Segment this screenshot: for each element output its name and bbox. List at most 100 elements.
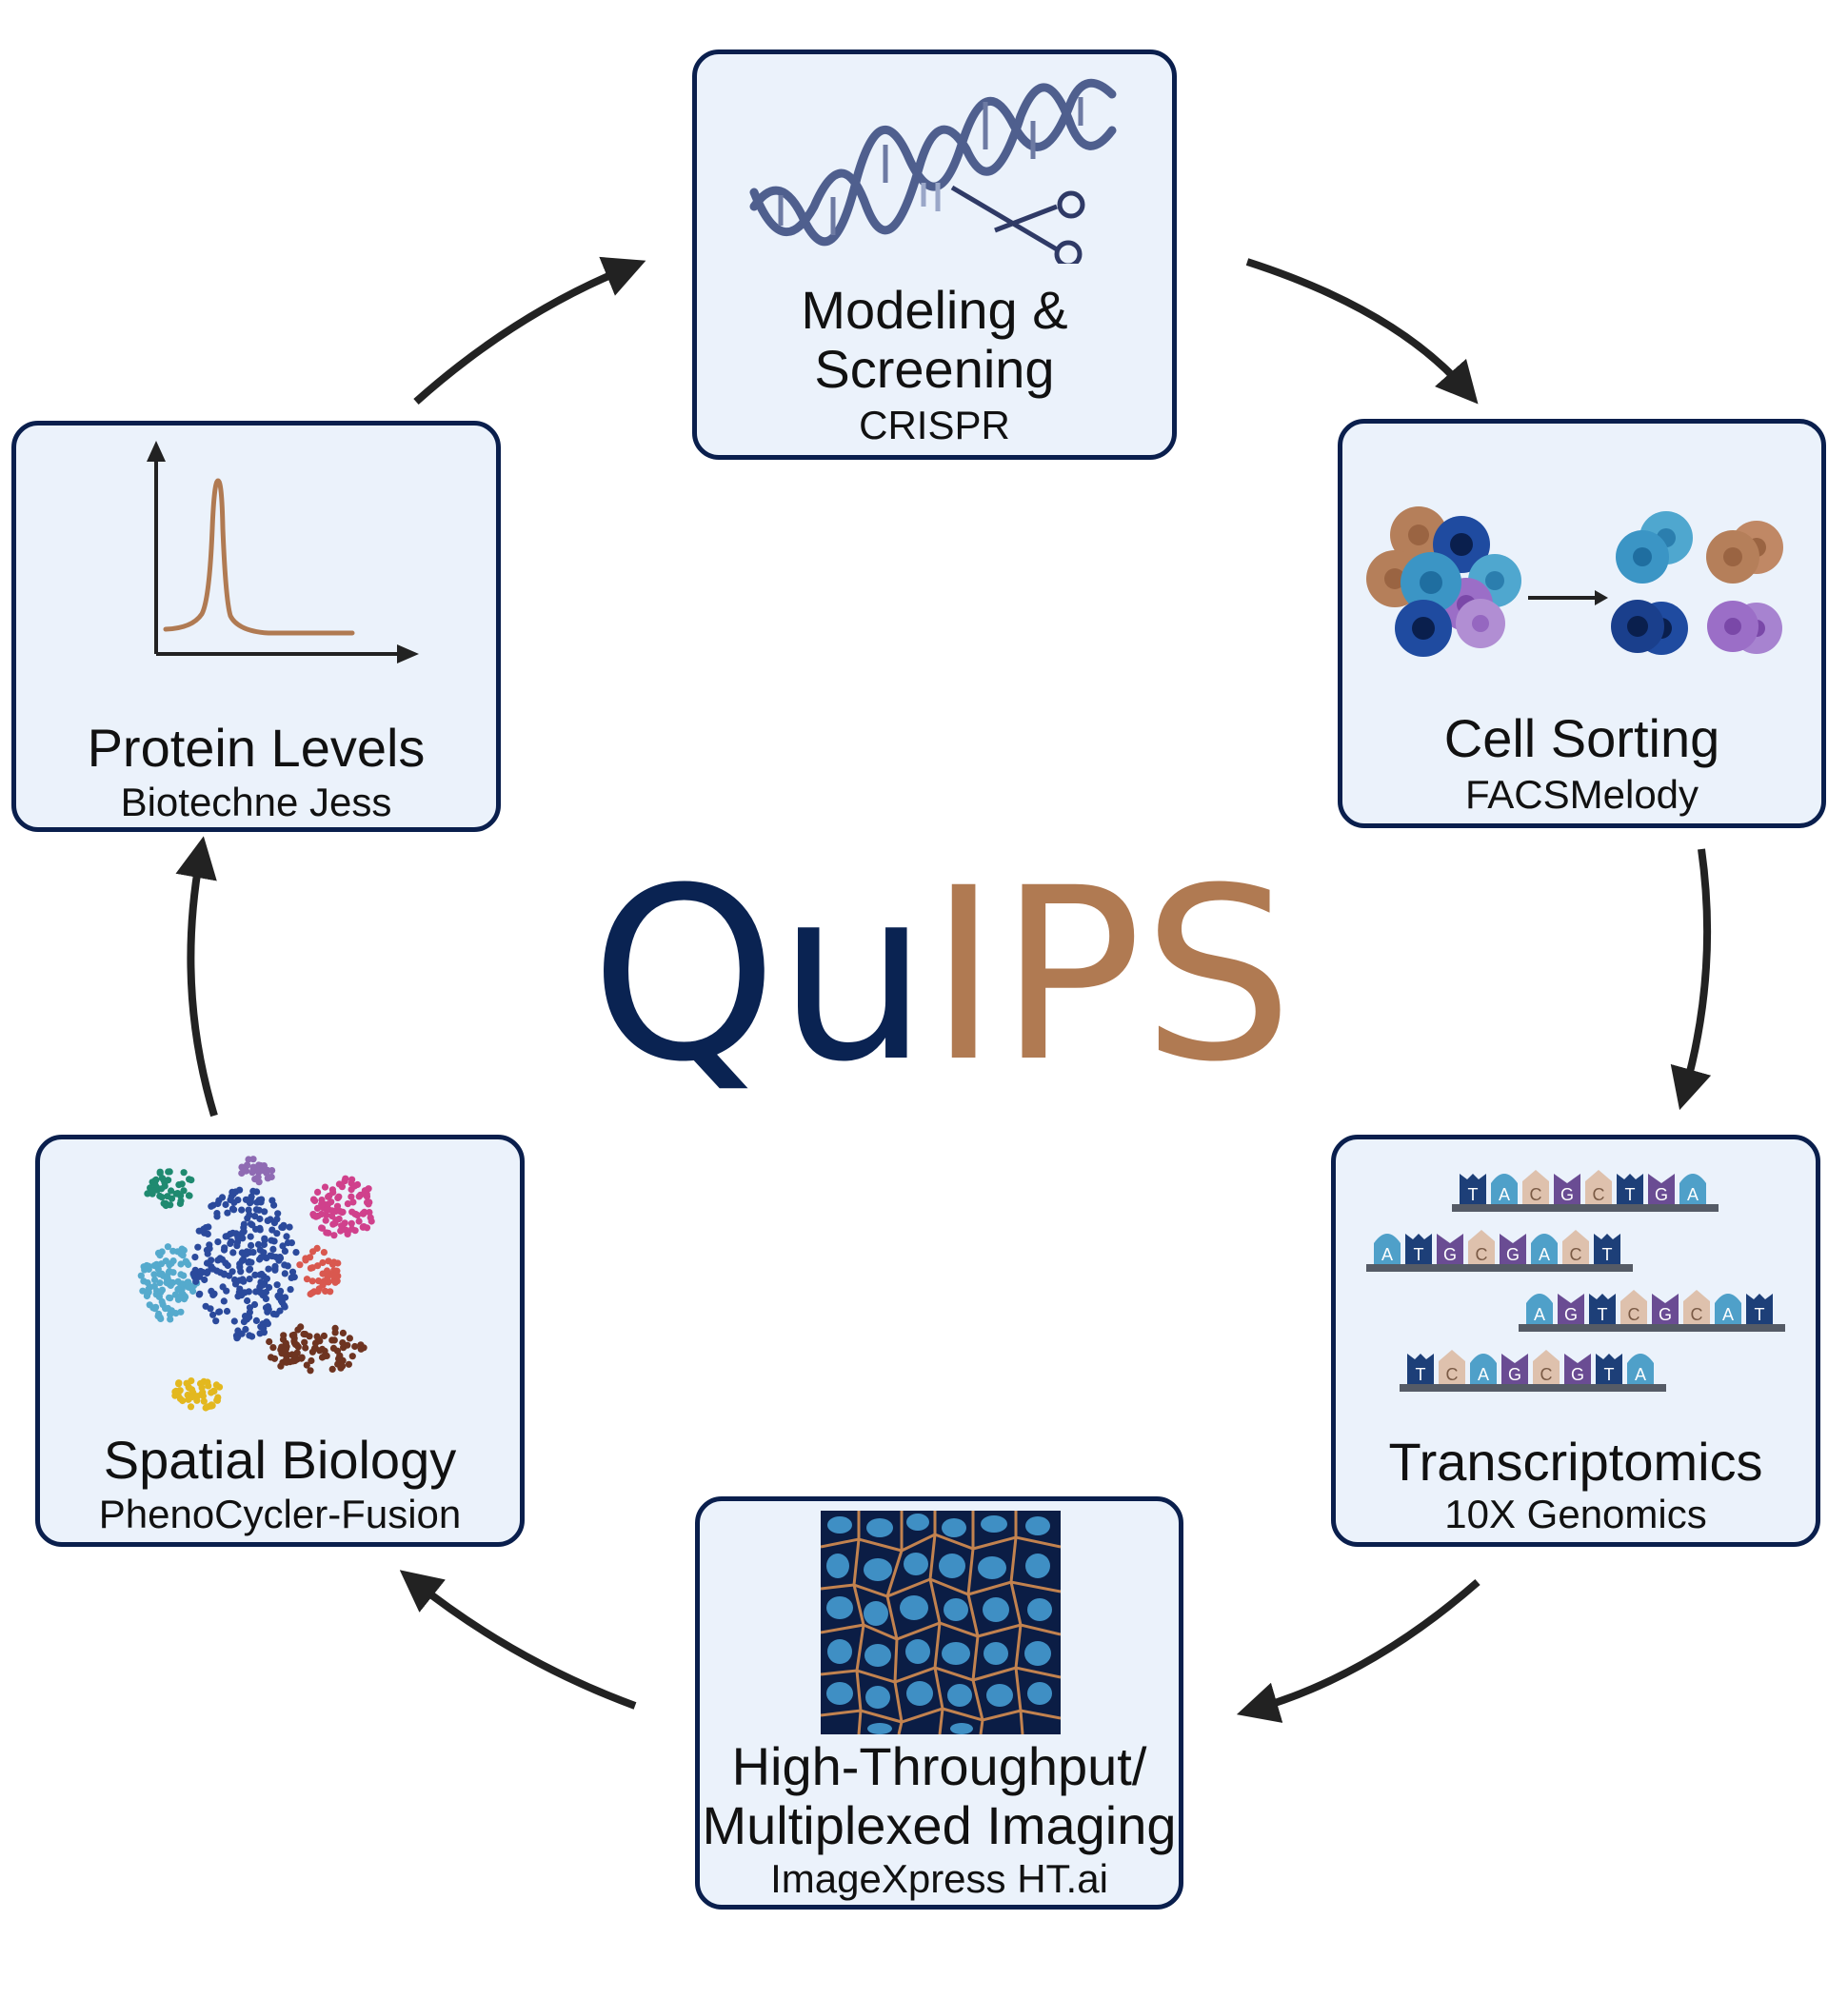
cell-dot (328, 1198, 335, 1206)
peak-chart-icon (147, 441, 419, 663)
nucleotide-block: C (1562, 1230, 1589, 1264)
cell-dot (209, 1291, 217, 1298)
cell-dot (349, 1198, 357, 1206)
cell-dot (344, 1341, 351, 1349)
cell-dot (209, 1311, 217, 1318)
cell-cluster (137, 1243, 201, 1323)
cell-dot (246, 1197, 253, 1205)
cell-dot (246, 1265, 254, 1273)
cell-dot (143, 1292, 150, 1300)
cell-dot (330, 1232, 338, 1239)
imaging-title-line-1: High-Throughput/ (731, 1736, 1147, 1796)
nucleotide-block: A (1526, 1294, 1553, 1324)
cell-dot (229, 1205, 237, 1213)
nucleotide-block: G (1554, 1174, 1580, 1204)
cell-dot (209, 1265, 217, 1273)
cell-dot (268, 1167, 276, 1175)
cell-dot (298, 1355, 306, 1362)
cell-dot (312, 1213, 320, 1220)
cell-dot (204, 1230, 211, 1237)
cell-dot (339, 1329, 347, 1336)
nucleotide-block: C (1683, 1290, 1710, 1324)
cell-dot (166, 1277, 173, 1286)
cell-dot (168, 1187, 175, 1195)
cell-dot (162, 1305, 169, 1313)
nucleotide-block: A (1715, 1294, 1741, 1324)
cell-dot (212, 1317, 220, 1325)
cell-dot (255, 1161, 263, 1169)
cell-dot (309, 1196, 318, 1203)
cell-dot (246, 1211, 253, 1218)
nucleotide-block: T (1594, 1234, 1620, 1264)
cell-dot (169, 1269, 177, 1277)
cell-dot (246, 1276, 253, 1283)
cell-dot (291, 1356, 299, 1365)
cell-dot (246, 1332, 253, 1339)
spatial-title: Spatial Biology (103, 1430, 457, 1490)
cell-dot (264, 1175, 271, 1182)
cell-dot (359, 1223, 367, 1231)
nucleotide-block: C (1468, 1230, 1495, 1264)
cell-dot (171, 1291, 179, 1298)
nucleotide-letter: G (1443, 1245, 1457, 1264)
cell-dot (321, 1183, 329, 1191)
cell-dot (281, 1270, 288, 1277)
cell-dot (191, 1254, 199, 1261)
cell-dot (360, 1344, 368, 1352)
nucleotide-letter: T (1416, 1365, 1426, 1384)
card-spatial: Spatial Biology PhenoCycler-Fusion (35, 1135, 525, 1547)
arrow-imaging-to-spatial (399, 1570, 637, 1710)
nucleotide-letter: T (1755, 1305, 1765, 1324)
cell-dot (157, 1270, 165, 1277)
nucleotide-letter: C (1593, 1185, 1605, 1204)
cell-dot (294, 1343, 302, 1351)
cell-dot (256, 1283, 264, 1291)
cell-dot (318, 1224, 327, 1232)
cell-dot (182, 1257, 189, 1265)
cell-dot (348, 1353, 356, 1360)
cell-cluster (238, 1156, 276, 1186)
cell-dot (279, 1336, 288, 1343)
cell-dot (302, 1257, 309, 1264)
cell-dot (333, 1267, 341, 1275)
cell-dot (227, 1196, 234, 1204)
nucleotide-letter: C (1691, 1305, 1703, 1324)
cell-dot (266, 1283, 273, 1292)
cell-dot (313, 1333, 321, 1340)
cell-dot (351, 1342, 359, 1351)
card-modeling: Modeling & Screening CRISPR (692, 49, 1177, 460)
cell-dot (273, 1216, 281, 1223)
cell-dot (213, 1210, 221, 1217)
cell-dot (177, 1308, 185, 1316)
cell-dot (292, 1249, 300, 1257)
cell-dot (355, 1193, 363, 1200)
nucleotide-block: T (1596, 1354, 1622, 1384)
nucleotide-letter: A (1381, 1245, 1393, 1264)
modeling-title-line-1: Modeling & (801, 280, 1068, 340)
cell-dot (269, 1310, 278, 1317)
cell-dot (282, 1346, 289, 1354)
card-imaging: High-Throughput/ Multiplexed Imaging Ima… (695, 1496, 1183, 1910)
cell-dot (319, 1281, 327, 1289)
cell-dot (314, 1262, 322, 1270)
cell-dot (310, 1288, 318, 1296)
nucleotide-letter: T (1625, 1185, 1636, 1204)
nucleotide-letter: C (1570, 1245, 1582, 1264)
cell-dot (238, 1206, 246, 1214)
cell-dot (248, 1258, 255, 1266)
cell-dot (309, 1248, 317, 1256)
cell-dot (311, 1344, 320, 1353)
cell-dot (250, 1300, 259, 1309)
nucleotide-block: A (1679, 1174, 1706, 1204)
cell-dot (151, 1305, 159, 1313)
nucleotide-letter: G (1655, 1185, 1668, 1204)
dna-scissors-icon (749, 78, 1117, 264)
cell-dot (140, 1277, 148, 1285)
nucleotide-letter: T (1602, 1245, 1613, 1264)
cell-dot (165, 1177, 172, 1184)
cell-dot (256, 1215, 264, 1223)
cell-dot (350, 1182, 359, 1190)
cell-dot (254, 1240, 263, 1248)
nucleotide-block: C (1533, 1350, 1560, 1384)
